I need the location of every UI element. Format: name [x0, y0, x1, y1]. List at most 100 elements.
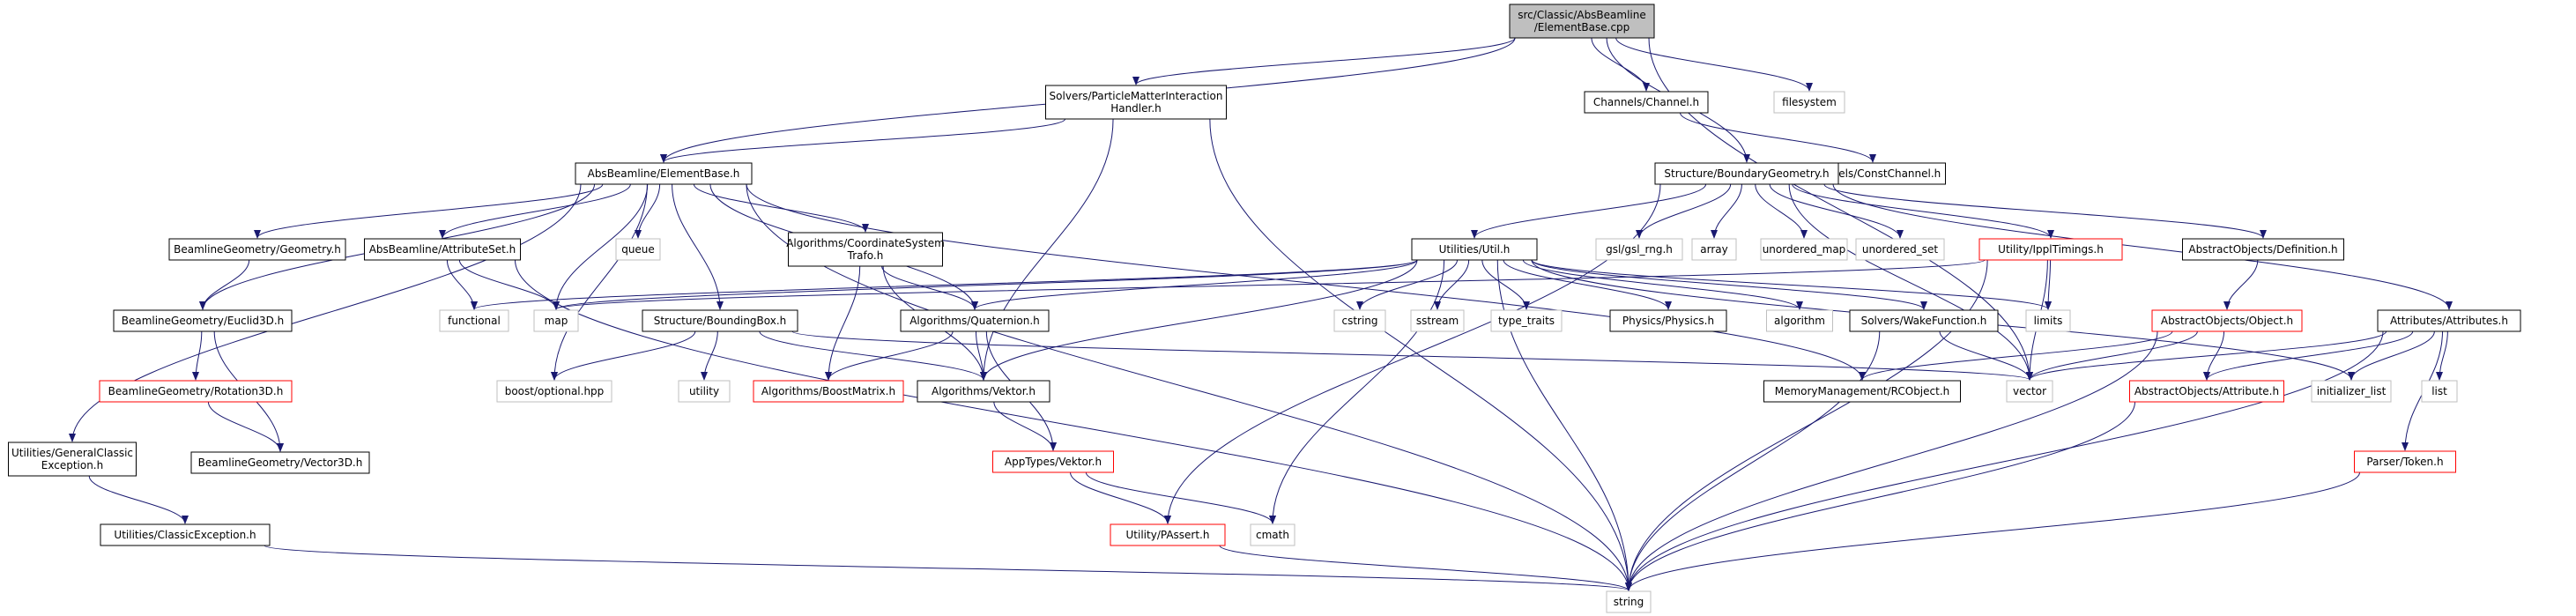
node-label: Utility/PAssert.h — [1126, 529, 1210, 541]
node-label: initializer_list — [2317, 385, 2387, 397]
node-box — [1606, 590, 1652, 613]
node-src-classic-absbeamline-elementbase-cpp[interactable]: src/Classic/AbsBeamline/ElementBase.cpp — [1509, 4, 1655, 39]
node-apptypes-vektor-h[interactable]: AppTypes/Vektor.h — [992, 450, 1114, 473]
edge-absbase-to-attrset — [439, 183, 631, 239]
edge-absbase-to-map — [553, 183, 649, 310]
edge-vektor-to-appvektor — [993, 401, 1057, 451]
edge-parsertok-to-string — [1625, 471, 2360, 591]
node-structure-boundingbox-h[interactable]: Structure/BoundingBox.h — [642, 309, 798, 332]
node-box — [2129, 380, 2284, 403]
node-box — [575, 162, 753, 185]
node-label: Handler.h — [1110, 102, 1162, 115]
node-label: unordered_map — [1763, 243, 1846, 256]
node-utility-passert-h[interactable]: Utility/PAssert.h — [1110, 523, 1226, 546]
node-box — [2182, 238, 2344, 261]
node-box — [615, 238, 661, 261]
node-label: AbstractObjects/Object.h — [2161, 315, 2293, 327]
edge-util-to-functional — [471, 259, 1418, 310]
edge-solvers_pmi-to-string — [1209, 118, 1632, 591]
node-box — [439, 309, 509, 332]
node-label: Exception.h — [41, 459, 103, 471]
node-abstractobjects-attribute-h[interactable]: AbstractObjects/Attribute.h — [2129, 380, 2284, 403]
edge-passert-to-string — [1219, 545, 1632, 591]
edge-util-to-physics — [1503, 259, 1672, 310]
node-abstractobjects-definition-h[interactable]: AbstractObjects/Definition.h — [2182, 238, 2344, 261]
edge-util-to-wakefn — [1531, 259, 1927, 310]
node-absbeamline-attributeset-h[interactable]: AbsBeamline/AttributeSet.h — [364, 238, 521, 261]
node-box — [642, 309, 798, 332]
node-algorithms-quaternion-h[interactable]: Algorithms/Quaternion.h — [900, 309, 1050, 332]
node-solvers-particlematterinteractionhandler-h[interactable]: Solvers/ParticleMatterInteractionHandler… — [1045, 85, 1227, 120]
node-beamlinegeometry-euclid3d-h[interactable]: BeamlineGeometry/Euclid3D.h — [113, 309, 293, 332]
node-utilities-util-h[interactable]: Utilities/Util.h — [1411, 238, 1538, 261]
node-algorithms-boostmatrix-h[interactable]: Algorithms/BoostMatrix.h — [753, 380, 904, 403]
node-label: filesystem — [1782, 96, 1837, 108]
node-label: Structure/BoundaryGeometry.h — [1664, 167, 1829, 180]
node-label: map — [545, 315, 568, 327]
node-box — [1410, 309, 1465, 332]
node-label: Utilities/Util.h — [1439, 243, 1511, 256]
node-absbeamline-elementbase-h[interactable]: AbsBeamline/ElementBase.h — [575, 162, 753, 185]
edge-boundgeo-to-vector — [1788, 183, 2033, 381]
node-parser-token-h[interactable]: Parser/Token.h — [2354, 450, 2456, 473]
node-box — [364, 238, 521, 261]
edge-root-to-solvers_pmi — [1132, 37, 1516, 85]
node-beamlinegeometry-geometry-h[interactable]: BeamlineGeometry/Geometry.h — [168, 238, 346, 261]
node-map: map — [533, 309, 579, 332]
edge-attrs-to-initlist — [2348, 330, 2435, 381]
edge-boundgeo-to-attrs — [1832, 183, 2453, 310]
node-label: limits — [2034, 315, 2063, 327]
node-physics-physics-h[interactable]: Physics/Physics.h — [1609, 309, 1727, 332]
edge-util-to-cstring — [1356, 259, 1458, 310]
node-queue: queue — [615, 238, 661, 261]
node-algorithms-vektor-h[interactable]: Algorithms/Vektor.h — [917, 380, 1050, 403]
node-gsl-gsl-rng-h: gsl/gsl_rng.h — [1595, 238, 1683, 261]
edge-boundbox-to-boostopt — [551, 330, 696, 381]
node-array: array — [1691, 238, 1737, 261]
edge-util-to-typetraits — [1481, 259, 1530, 310]
node-beamlinegeometry-vector3d-h[interactable]: BeamlineGeometry/Vector3D.h — [190, 451, 370, 474]
edge-euclid-to-rot3d — [192, 330, 203, 381]
edge-absbase-to-boundbox — [672, 183, 724, 310]
node-box — [900, 309, 1050, 332]
node-label: sstream — [1416, 315, 1459, 327]
node-beamlinegeometry-rotation3d-h[interactable]: BeamlineGeometry/Rotation3D.h — [99, 380, 293, 403]
edge-absattr-to-string — [1625, 401, 2135, 591]
node-boost-optional-hpp: boost/optional.hpp — [496, 380, 612, 403]
node-label: type_traits — [1498, 315, 1555, 327]
node-attributes-attributes-h[interactable]: Attributes/Attributes.h — [2377, 309, 2521, 332]
edge-solvers_pmi-to-vektor — [980, 118, 1114, 381]
edge-absbase-to-coordtrafo — [693, 183, 869, 233]
node-structure-boundarygeometry-h[interactable]: Structure/BoundaryGeometry.h — [1654, 162, 1839, 185]
edge-util-to-limits — [1531, 259, 2052, 310]
edge-util-to-sstream — [1434, 259, 1470, 310]
node-box — [2006, 380, 2053, 403]
node-label: array — [1700, 243, 1727, 256]
edge-boundgeo-to-passert — [1164, 183, 1661, 524]
node-label: /ElementBase.cpp — [1534, 21, 1630, 33]
node-label: Algorithms/Vektor.h — [932, 385, 1036, 397]
edge-absbase-to-queue — [635, 183, 661, 239]
edge-boundgeo-to-umap — [1755, 183, 1808, 239]
edge-util-to-cmath — [1269, 259, 1445, 524]
node-label: src/Classic/AbsBeamline — [1518, 9, 1646, 21]
edge-boundbox-to-utility — [701, 330, 718, 381]
node-memorymanagement-rcobject-h[interactable]: MemoryManagement/RCObject.h — [1763, 380, 1961, 403]
node-utilities-classicexception-h[interactable]: Utilities/ClassicException.h — [100, 523, 271, 546]
node-solvers-wakefunction-h[interactable]: Solvers/WakeFunction.h — [1849, 309, 1999, 332]
node-label: Utilities/ClassicException.h — [114, 529, 256, 541]
node-box — [1333, 309, 1386, 332]
edge-coordtrafo-to-quat — [881, 265, 978, 310]
node-utility-ippltimings-h[interactable]: Utility/IpplTimings.h — [1978, 238, 2123, 261]
node-label: Channels/Channel.h — [1593, 96, 1699, 108]
node-box — [1584, 91, 1709, 114]
node-label: cstring — [1341, 315, 1377, 327]
node-abstractobjects-object-h[interactable]: AbstractObjects/Object.h — [2151, 309, 2303, 332]
edge-absbase-to-rcobj — [746, 183, 1866, 381]
node-channels-channel-h[interactable]: Channels/Channel.h — [1584, 91, 1709, 114]
node-box — [1045, 85, 1227, 120]
edge-attrs-to-string — [1625, 330, 2384, 591]
edge-boundbox-to-vector — [791, 330, 2033, 381]
